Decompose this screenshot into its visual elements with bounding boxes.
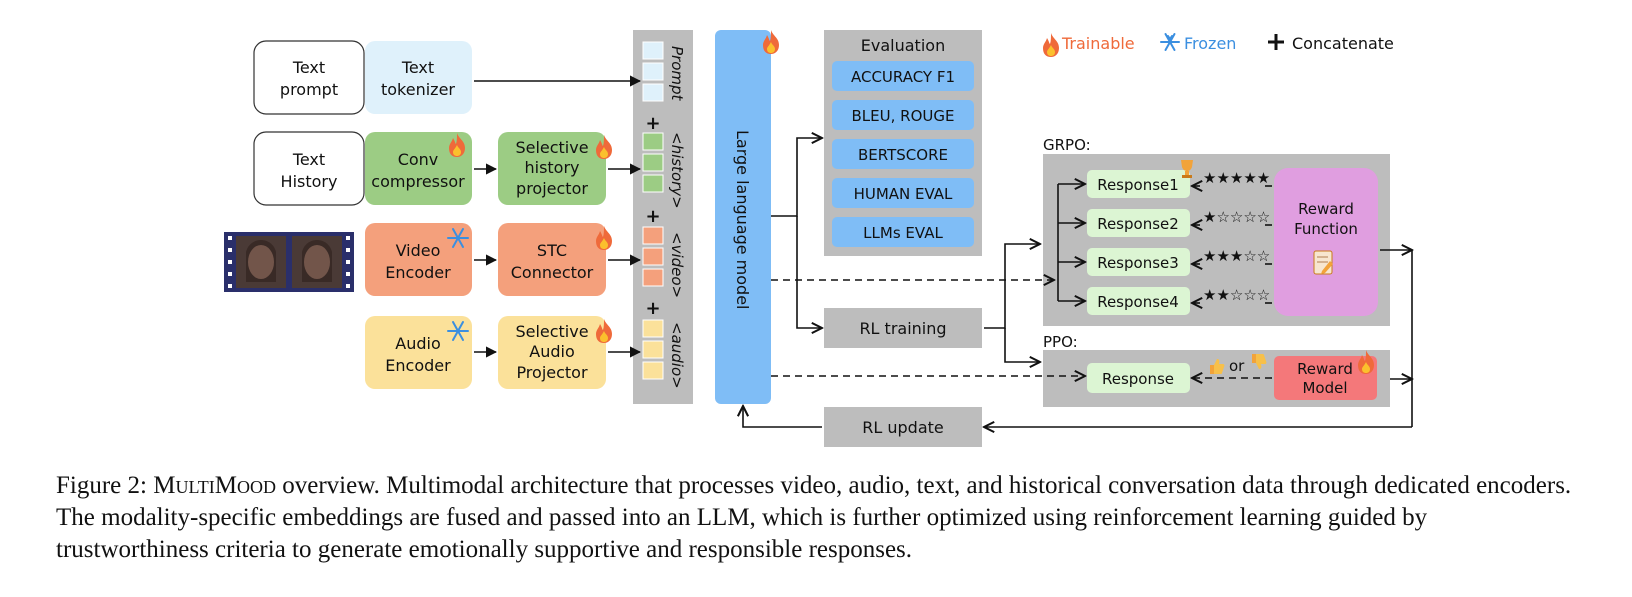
- reward-function-label: Reward: [1298, 200, 1354, 218]
- svg-text:History: History: [281, 172, 338, 191]
- selective-audio-projector-box: Selective Audio Projector: [498, 316, 606, 389]
- snowflake-icon: [447, 321, 469, 341]
- reward-model-label: Reward: [1297, 360, 1353, 378]
- reward-model-label: Model: [1302, 379, 1347, 397]
- eval-item: LLMs EVAL: [863, 224, 943, 242]
- grpo-panel: Response1 Response2 Response3 Response4 …: [1043, 154, 1390, 326]
- concat-plus: +: [645, 113, 660, 134]
- rl-training-box: RL training: [824, 308, 982, 348]
- svg-text:projector: projector: [516, 179, 588, 198]
- rl-update-box: RL update: [824, 407, 982, 447]
- caption-text: overview. Multimodal architecture that p…: [56, 472, 1572, 563]
- svg-text:Video: Video: [396, 241, 441, 260]
- snowflake-icon: [447, 228, 469, 248]
- svg-text:Encoder: Encoder: [385, 263, 451, 282]
- text-history-box: Text History: [253, 131, 365, 206]
- audio-waveform-image: [240, 332, 339, 382]
- svg-text:prompt: prompt: [280, 80, 338, 99]
- token-sequence-panel: + + + Prompt <history> <video> <audio>: [633, 30, 693, 404]
- architecture-diagram: Trainable Frozen Concatenate Text prompt…: [224, 30, 1632, 447]
- svg-text:compressor: compressor: [371, 172, 465, 191]
- eval-item: BERTSCORE: [858, 146, 948, 164]
- connector-arrows: [474, 75, 1412, 427]
- snowflake-icon: [1160, 33, 1180, 51]
- figure-caption: Figure 2: MultiMood overview. Multimodal…: [56, 470, 1586, 566]
- svg-text:RL training: RL training: [859, 319, 946, 338]
- token-label-history: <history>: [668, 132, 686, 209]
- grpo-response: Response4: [1097, 293, 1179, 311]
- legend: Trainable Frozen Concatenate: [1043, 33, 1394, 57]
- token-label-video: <video>: [668, 232, 686, 298]
- reward-function-label: Function: [1294, 220, 1358, 238]
- stc-connector-box: STC Connector: [498, 223, 606, 296]
- or-label: or: [1229, 357, 1245, 375]
- svg-text:history: history: [524, 158, 579, 177]
- flame-icon: [449, 133, 465, 157]
- svg-text:STC: STC: [537, 241, 567, 260]
- video-encoder-box: Video Encoder: [365, 223, 472, 296]
- svg-text:Text: Text: [292, 150, 325, 169]
- flame-icon: [763, 30, 779, 54]
- rating-stars: ★★☆☆☆: [1203, 286, 1270, 304]
- eval-item: HUMAN EVAL: [854, 185, 953, 203]
- rating-stars: ★★★☆☆: [1203, 247, 1270, 265]
- svg-text:Text: Text: [292, 58, 325, 77]
- evaluation-panel: Evaluation ACCURACY F1 BLEU, ROUGE BERTS…: [824, 30, 982, 256]
- flame-icon: [596, 226, 612, 250]
- concat-plus: +: [645, 206, 660, 227]
- flame-icon: [1358, 350, 1374, 374]
- thumbs-down-icon: [1252, 354, 1267, 369]
- grpo-label: GRPO:: [1043, 136, 1091, 154]
- svg-text:Connector: Connector: [511, 263, 594, 282]
- svg-text:RL update: RL update: [862, 418, 944, 437]
- legend-trainable: Trainable: [1061, 34, 1135, 53]
- audio-encoder-box: Audio Encoder: [365, 316, 472, 389]
- text-prompt-box: Text prompt: [253, 40, 365, 115]
- token-label-prompt: Prompt: [668, 46, 686, 102]
- trophy-icon: [1181, 160, 1193, 178]
- flame-icon: [596, 135, 612, 159]
- svg-text:Encoder: Encoder: [385, 356, 451, 375]
- svg-text:Audio: Audio: [395, 334, 440, 353]
- rating-stars: ★★★★★: [1203, 169, 1270, 187]
- video-frames-image: [224, 232, 354, 292]
- eval-item: ACCURACY F1: [851, 68, 955, 86]
- svg-text:Selective: Selective: [515, 322, 588, 341]
- dashed-arrows: [771, 186, 1272, 378]
- rating-stars: ★☆☆☆☆: [1203, 208, 1270, 226]
- ppo-panel: Response or Reward Model: [1043, 350, 1390, 407]
- caption-model-name: MultiMood: [153, 472, 277, 499]
- token-label-audio: <audio>: [668, 322, 686, 389]
- thumbs-up-icon: [1210, 359, 1225, 374]
- svg-text:tokenizer: tokenizer: [381, 80, 455, 99]
- svg-text:Selective: Selective: [515, 138, 588, 157]
- ppo-label: PPO:: [1043, 333, 1078, 351]
- legend-concatenate: Concatenate: [1292, 34, 1394, 53]
- llm-label: Large language model: [733, 130, 752, 310]
- grpo-response: Response1: [1097, 176, 1179, 194]
- text-tokenizer-box: Text tokenizer: [365, 41, 472, 114]
- evaluation-title: Evaluation: [861, 36, 945, 55]
- flame-icon: [596, 319, 612, 343]
- document-icon: [1313, 250, 1333, 275]
- svg-text:Audio: Audio: [529, 342, 574, 361]
- ppo-response: Response: [1102, 370, 1174, 388]
- llm-block: Large language model: [715, 30, 771, 404]
- svg-text:Projector: Projector: [516, 363, 588, 382]
- conv-compressor-box: Conv compressor: [365, 132, 472, 205]
- selective-history-projector-box: Selective history projector: [498, 132, 606, 205]
- plus-icon: [1268, 34, 1284, 50]
- caption-prefix: Figure 2:: [56, 472, 154, 499]
- svg-text:Conv: Conv: [398, 150, 439, 169]
- concat-plus: +: [645, 298, 660, 319]
- legend-frozen: Frozen: [1184, 34, 1236, 53]
- svg-text:Text: Text: [401, 58, 434, 77]
- grpo-response: Response2: [1097, 215, 1179, 233]
- eval-item: BLEU, ROUGE: [852, 107, 955, 125]
- grpo-response: Response3: [1097, 254, 1179, 272]
- flame-icon: [1043, 33, 1059, 57]
